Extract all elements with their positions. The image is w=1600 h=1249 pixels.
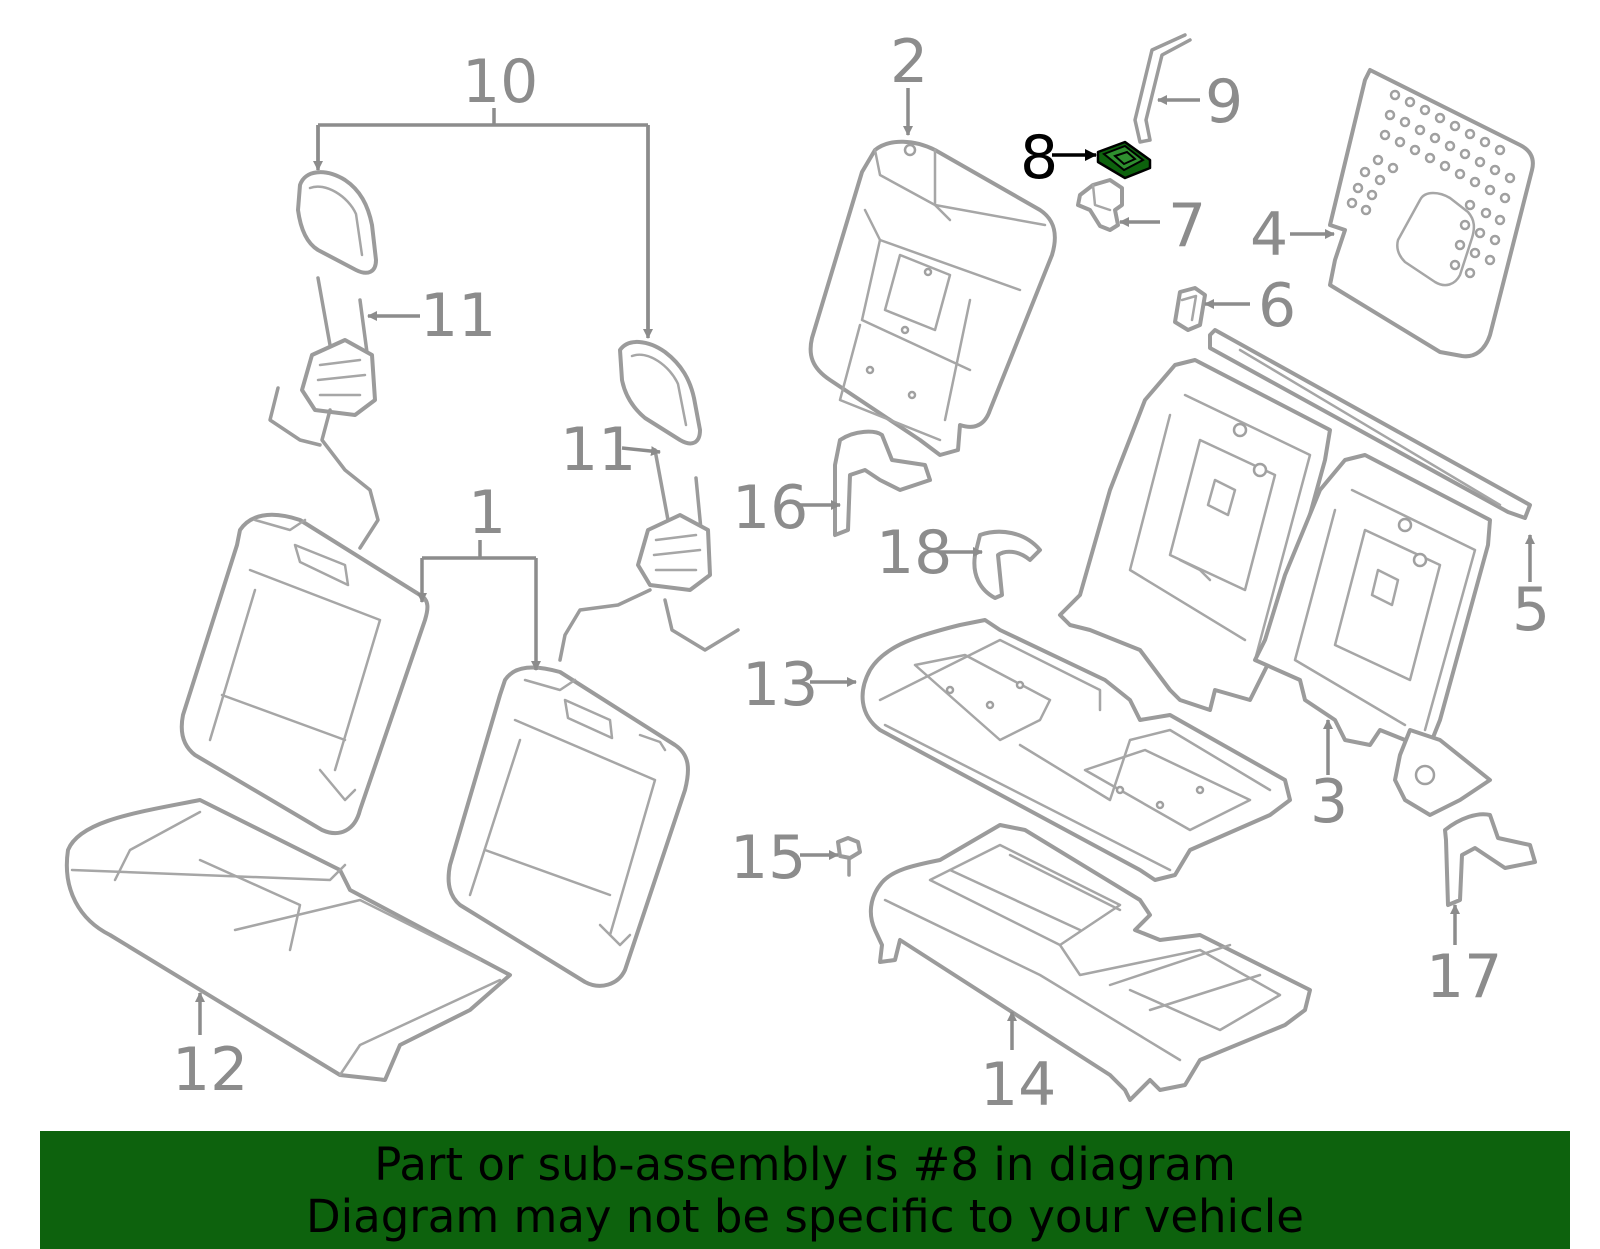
trim-cover-18 xyxy=(972,529,1042,600)
callout-13: 13 xyxy=(742,650,818,720)
banner-line-2: Diagram may not be specific to your vehi… xyxy=(306,1190,1304,1243)
callout-12: 12 xyxy=(172,1035,248,1105)
callout-17: 17 xyxy=(1426,942,1502,1012)
seat-bottom-frame-14 xyxy=(868,823,1312,1102)
belt-retractor-11-left xyxy=(268,276,380,550)
rear-panel-holes xyxy=(1346,89,1516,279)
callout-11-left: 11 xyxy=(420,281,496,351)
callout-2: 2 xyxy=(890,27,928,97)
callout-18: 18 xyxy=(876,518,952,588)
seat-pan-13 xyxy=(860,618,1292,882)
trim-cover-16 xyxy=(833,429,932,537)
bracket-7 xyxy=(1076,178,1124,232)
info-banner: Part or sub-assembly is #8 in diagram Di… xyxy=(40,1131,1570,1249)
callout-7: 7 xyxy=(1168,191,1206,261)
headrest-10-left xyxy=(296,170,378,275)
seat-frame-3 xyxy=(1058,358,1492,817)
callout-15: 15 xyxy=(730,823,806,893)
callout-6: 6 xyxy=(1258,271,1296,341)
banner-line-1: Part or sub-assembly is #8 in diagram xyxy=(374,1138,1236,1191)
callout-labels: 1 2 3 4 5 6 7 8 9 10 11 11 12 13 14 15 1… xyxy=(172,27,1550,1120)
callout-5: 5 xyxy=(1512,575,1550,645)
seat-cushion-12 xyxy=(64,798,512,1082)
callout-4: 4 xyxy=(1250,200,1288,270)
seat-back-middle xyxy=(446,665,690,988)
bolt-15 xyxy=(836,836,862,877)
callout-14: 14 xyxy=(980,1050,1056,1120)
callout-11-right: 11 xyxy=(560,415,636,485)
callout-3: 3 xyxy=(1310,767,1348,837)
trim-cover-17 xyxy=(1443,812,1537,907)
seat-back-frame-2 xyxy=(808,139,1057,457)
clip-6 xyxy=(1173,286,1207,332)
rear-panel-4 xyxy=(1328,68,1535,359)
pin-9 xyxy=(1133,33,1192,144)
leader-lines xyxy=(195,88,1535,1050)
seat-back-left xyxy=(179,512,430,836)
belt-retractor-11-right xyxy=(558,448,740,662)
callout-10: 10 xyxy=(462,47,538,117)
callout-16: 16 xyxy=(732,473,808,543)
latch-cover-8 xyxy=(1096,140,1152,180)
callout-8-highlighted: 8 xyxy=(1020,123,1058,193)
callout-1: 1 xyxy=(468,478,506,548)
callout-9: 9 xyxy=(1205,67,1243,137)
headrest-10-right xyxy=(618,340,702,446)
rod-5 xyxy=(1208,328,1532,520)
